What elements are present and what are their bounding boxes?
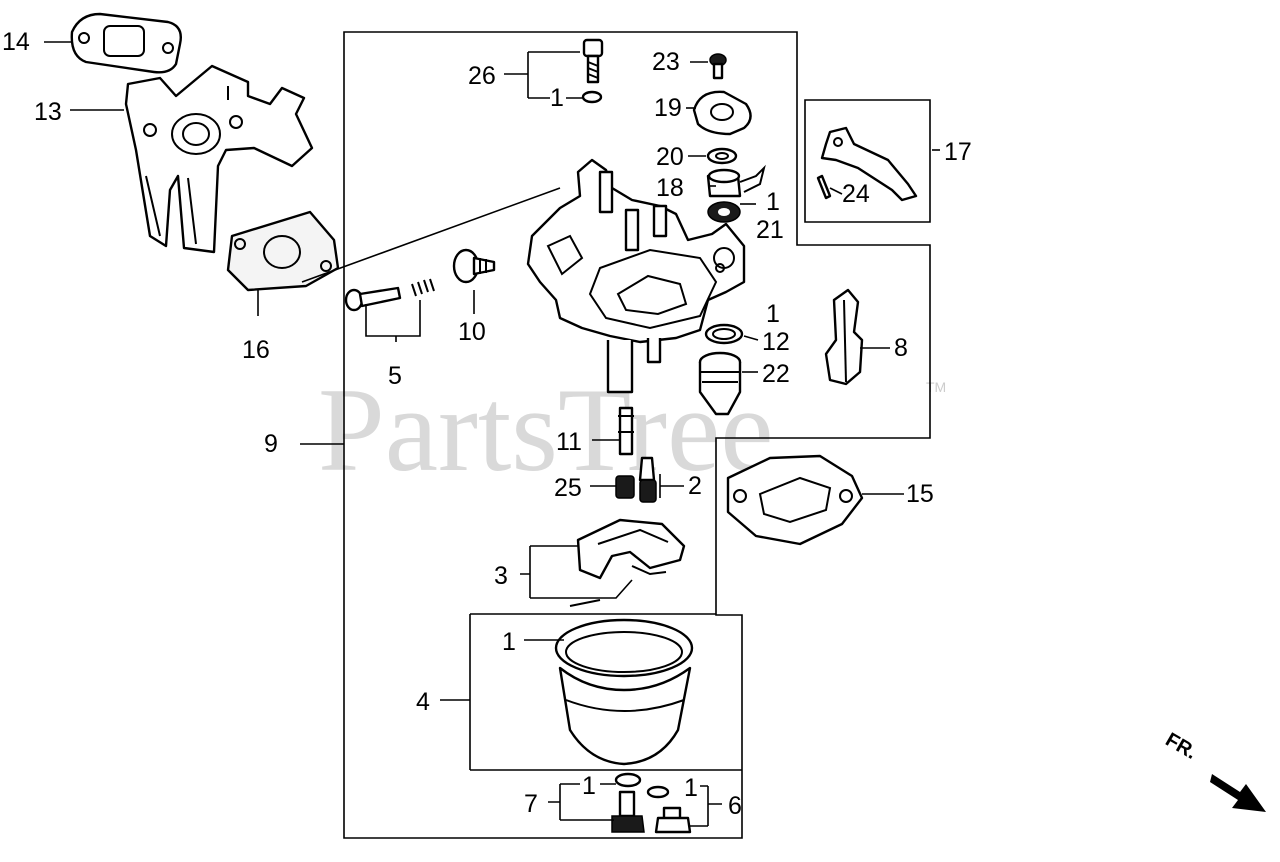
callout-16: 16 bbox=[242, 336, 270, 364]
part-1-washer-e[interactable] bbox=[646, 785, 670, 799]
callout-4: 4 bbox=[416, 688, 430, 716]
part-7-bolt[interactable] bbox=[611, 790, 645, 833]
callout-1f: 1 bbox=[684, 774, 698, 802]
callout-2: 2 bbox=[688, 472, 702, 500]
part-8-plate[interactable] bbox=[824, 288, 864, 386]
callout-1e: 1 bbox=[582, 772, 596, 800]
part-10-screw[interactable] bbox=[452, 248, 496, 284]
callout-9: 9 bbox=[264, 430, 278, 458]
part-5-screw-spring[interactable] bbox=[344, 278, 435, 312]
part-11-tube[interactable] bbox=[618, 406, 634, 456]
callout-15: 15 bbox=[906, 480, 934, 508]
callout-24: 24 bbox=[842, 180, 870, 208]
assembly-frame bbox=[343, 31, 931, 839]
part-1-washer-d[interactable] bbox=[614, 772, 642, 788]
part-18-valve[interactable] bbox=[706, 164, 766, 198]
part-25-jet[interactable] bbox=[615, 475, 635, 499]
callout-25: 25 bbox=[554, 474, 582, 502]
watermark-tm: TM bbox=[926, 379, 946, 395]
part-1-washer-a[interactable] bbox=[581, 90, 603, 104]
part-2-needle[interactable] bbox=[638, 456, 657, 503]
part-23-screw[interactable] bbox=[709, 53, 727, 80]
part-12-oring[interactable] bbox=[704, 323, 744, 345]
callout-3: 3 bbox=[494, 562, 508, 590]
part-26-screw[interactable] bbox=[582, 38, 604, 84]
part-6-bolt[interactable] bbox=[654, 806, 692, 834]
part-24-pin[interactable] bbox=[816, 174, 832, 200]
callout-6: 6 bbox=[728, 792, 742, 820]
part-14-gasket[interactable] bbox=[70, 12, 182, 74]
callout-20: 20 bbox=[656, 143, 684, 171]
callout-23: 23 bbox=[652, 48, 680, 76]
callout-8: 8 bbox=[894, 334, 908, 362]
callout-12: 12 bbox=[762, 328, 790, 356]
front-arrow-icon bbox=[1210, 774, 1266, 812]
callout-1d: 1 bbox=[502, 628, 516, 656]
callout-10: 10 bbox=[458, 318, 486, 346]
callout-17: 17 bbox=[944, 138, 972, 166]
callout-11: 11 bbox=[556, 428, 582, 456]
part-22-jet[interactable] bbox=[698, 351, 742, 416]
watermark: PartsTree bbox=[318, 363, 774, 496]
part-13-bracket[interactable] bbox=[124, 64, 314, 254]
carburetor-body[interactable] bbox=[526, 158, 746, 394]
callout-1a: 1 bbox=[550, 84, 564, 112]
callout-26: 26 bbox=[468, 62, 496, 90]
callout-14: 14 bbox=[2, 28, 30, 56]
part-16-gasket[interactable] bbox=[226, 210, 340, 292]
frame-17 bbox=[804, 99, 931, 223]
part-17-lever[interactable] bbox=[820, 126, 918, 202]
callout-18: 18 bbox=[656, 174, 684, 202]
part-3-float[interactable] bbox=[576, 518, 686, 580]
part-4-float-bowl[interactable] bbox=[554, 599, 694, 766]
part-21-seal[interactable] bbox=[707, 201, 741, 223]
callout-13: 13 bbox=[34, 98, 62, 126]
part-15-gasket[interactable] bbox=[726, 454, 864, 546]
callout-1b: 1 bbox=[766, 188, 780, 216]
front-direction-indicator: FR. bbox=[1162, 729, 1266, 812]
callout-21: 21 bbox=[756, 216, 784, 244]
callout-19: 19 bbox=[654, 94, 682, 122]
leader-lines bbox=[44, 41, 940, 827]
callout-22: 22 bbox=[762, 360, 790, 388]
part-19-plate[interactable] bbox=[692, 90, 752, 136]
callout-7: 7 bbox=[524, 790, 538, 818]
callout-5: 5 bbox=[388, 362, 402, 390]
callout-1c: 1 bbox=[766, 300, 780, 328]
front-direction-label: FR. bbox=[1162, 729, 1201, 764]
part-20-ring[interactable] bbox=[706, 147, 738, 165]
